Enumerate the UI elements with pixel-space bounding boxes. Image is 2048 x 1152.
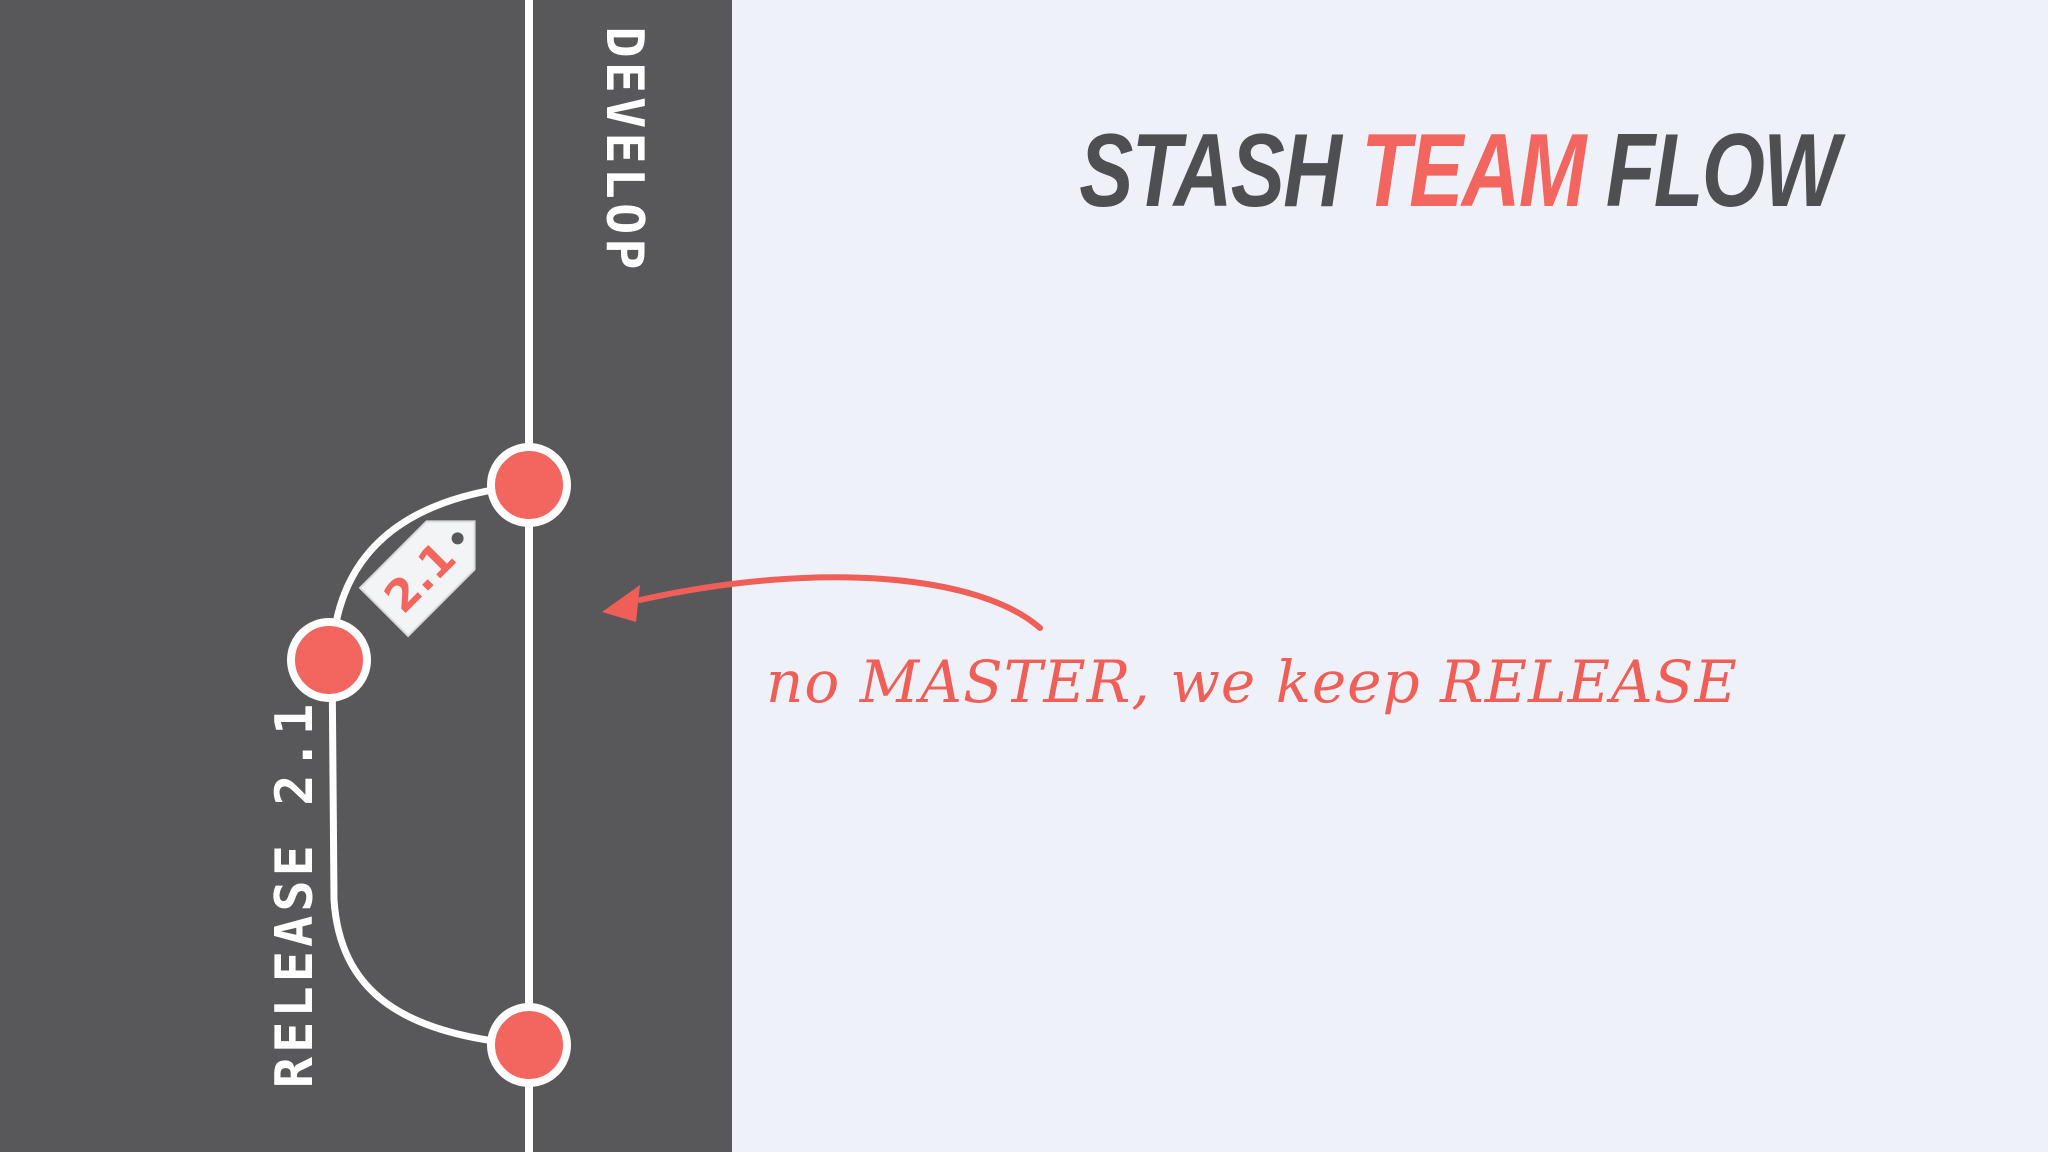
title-part-stash: STASH [1079,113,1362,229]
title-part-team: TEAM [1361,113,1586,229]
release-branch-line [328,481,531,1049]
commit-node-release-tagged [287,618,371,702]
dark-panel [0,0,732,1152]
release-branch-label: RELEASE 2.1 [265,699,325,1089]
commit-node-develop-top [487,443,571,527]
develop-branch-label: DEVELOP [594,26,654,274]
commit-node-develop-bottom [487,1003,571,1087]
handwritten-annotation: no MASTER, we keep RELEASE [766,648,1738,716]
tag-icon: 2.1 [358,520,476,638]
title-part-flow: FLOW [1584,113,1840,229]
arrow-icon [602,574,1043,631]
slide-title: STASH TEAM FLOW [1079,112,1840,231]
